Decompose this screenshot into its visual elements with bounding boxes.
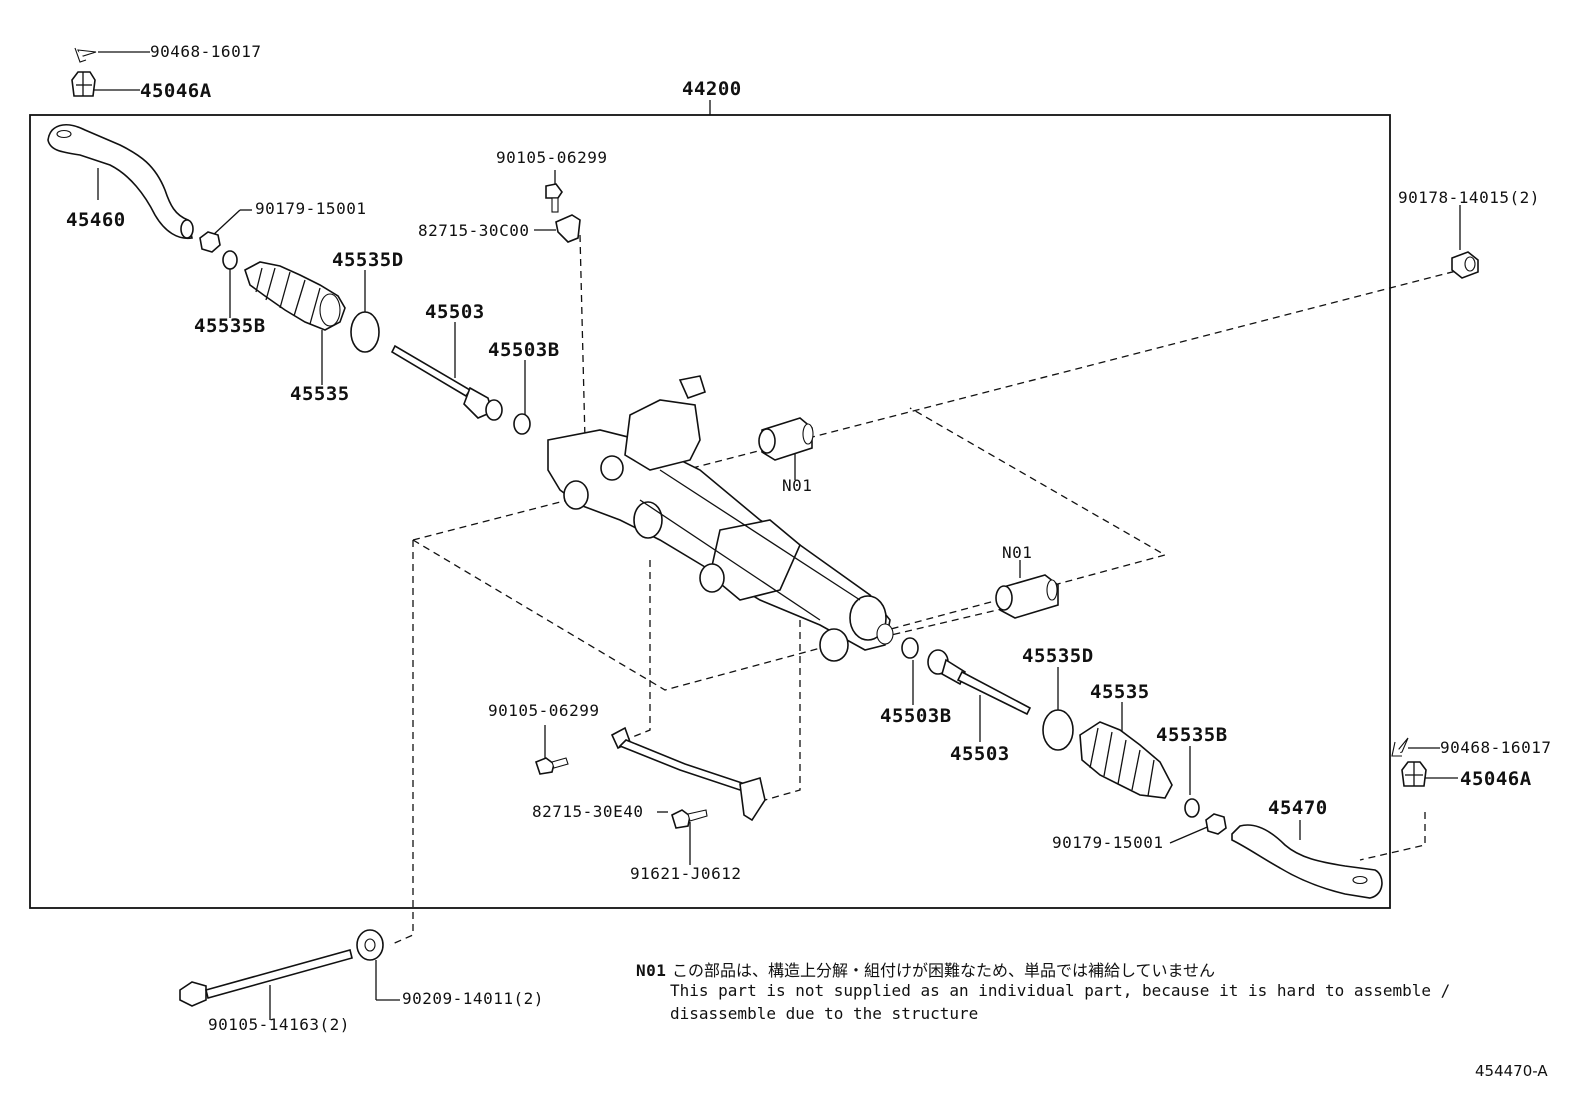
part-label-82715-30e40[interactable]: 82715-30E40 xyxy=(532,802,643,821)
tie-rod-end-left-icon xyxy=(47,124,194,240)
footnote-japanese: この部品は、構造上分解・組付けが困難なため、単品では補給していません xyxy=(672,961,1215,980)
part-label-90209-14011[interactable]: 90209-14011(2) xyxy=(402,989,544,1008)
part-label-45535b-right[interactable]: 45535B xyxy=(1156,724,1228,746)
footnote-english-line1: This part is not supplied as an individu… xyxy=(670,981,1450,1000)
part-label-45535d-right[interactable]: 45535D xyxy=(1022,645,1094,667)
bushing-upper-icon xyxy=(758,417,814,461)
part-label-n01-mid[interactable]: N01 xyxy=(1002,543,1032,562)
part-label-90105-06299-top[interactable]: 90105-06299 xyxy=(496,148,607,167)
part-label-90468-16017-left[interactable]: 90468-16017 xyxy=(150,42,261,61)
part-label-45046a-right[interactable]: 45046A xyxy=(1460,768,1532,790)
part-label-90468-16017-right[interactable]: 90468-16017 xyxy=(1440,738,1551,757)
large-band-clamp-icon xyxy=(1042,709,1074,751)
cotter-pin-icon xyxy=(1391,737,1409,757)
leader-lines xyxy=(92,51,1461,1020)
bracket-arm-icon xyxy=(610,726,766,822)
bolt-icon xyxy=(545,183,563,213)
cotter-pin-icon xyxy=(74,47,97,63)
part-label-90178-14015[interactable]: 90178-14015(2) xyxy=(1398,188,1540,207)
part-label-45460[interactable]: 45460 xyxy=(66,209,126,231)
part-label-45535d-left[interactable]: 45535D xyxy=(332,249,404,271)
figure-id: 454470-A xyxy=(1475,1062,1548,1080)
claw-washer-icon xyxy=(513,413,531,435)
tie-rod-end-right-icon xyxy=(1231,824,1383,899)
part-label-45503-left[interactable]: 45503 xyxy=(425,301,485,323)
long-bolt-icon xyxy=(179,949,353,1007)
plate-washer-icon xyxy=(356,929,384,961)
footnote-english-line2: disassemble due to the structure xyxy=(670,1004,978,1023)
part-label-45503b-right[interactable]: 45503B xyxy=(880,705,952,727)
inner-tie-rod-right-icon xyxy=(927,649,1032,716)
castle-nut-icon xyxy=(71,71,96,97)
castle-nut-icon xyxy=(1401,761,1427,787)
small-clamp-icon xyxy=(222,250,238,270)
hex-nut-icon xyxy=(1205,813,1227,835)
part-label-45535-left[interactable]: 45535 xyxy=(290,383,350,405)
rack-boot-right-icon xyxy=(1079,721,1173,799)
part-label-45535-right[interactable]: 45535 xyxy=(1090,681,1150,703)
part-label-90179-15001-left[interactable]: 90179-15001 xyxy=(255,199,366,218)
footnote-code: N01 xyxy=(636,961,666,980)
part-label-82715-30c00[interactable]: 82715-30C00 xyxy=(418,221,529,240)
steering-gear-housing-icon xyxy=(547,375,894,662)
part-label-45535b-left[interactable]: 45535B xyxy=(194,315,266,337)
part-label-n01-top[interactable]: N01 xyxy=(782,476,812,495)
part-label-45503-right[interactable]: 45503 xyxy=(950,743,1010,765)
bolt-icon xyxy=(535,757,569,775)
part-label-90105-06299-bottom[interactable]: 90105-06299 xyxy=(488,701,599,720)
claw-washer-icon xyxy=(901,637,919,659)
hex-nut-icon xyxy=(199,231,221,253)
footnote: N01 この部品は、構造上分解・組付けが困難なため、単品では補給していません T… xyxy=(636,961,1450,1023)
part-label-90179-15001-right[interactable]: 90179-15001 xyxy=(1052,833,1163,852)
small-clamp-icon xyxy=(1184,798,1200,818)
part-label-45046a-left[interactable]: 45046A xyxy=(140,80,212,102)
part-label-90105-14163[interactable]: 90105-14163(2) xyxy=(208,1015,350,1034)
bracket-icon xyxy=(555,214,581,243)
assembly-label[interactable]: 44200 xyxy=(682,78,742,100)
part-label-45470[interactable]: 45470 xyxy=(1268,797,1328,819)
part-label-45503b-left[interactable]: 45503B xyxy=(488,339,560,361)
large-band-clamp-icon xyxy=(350,311,380,353)
part-label-91621-j0612[interactable]: 91621-J0612 xyxy=(630,864,741,883)
bolt-icon xyxy=(671,809,708,829)
flange-nut-icon xyxy=(1451,251,1479,279)
inner-tie-rod-left-icon xyxy=(390,344,503,421)
bushing-lower-icon xyxy=(995,574,1059,619)
rack-boot-left-icon xyxy=(244,261,346,331)
